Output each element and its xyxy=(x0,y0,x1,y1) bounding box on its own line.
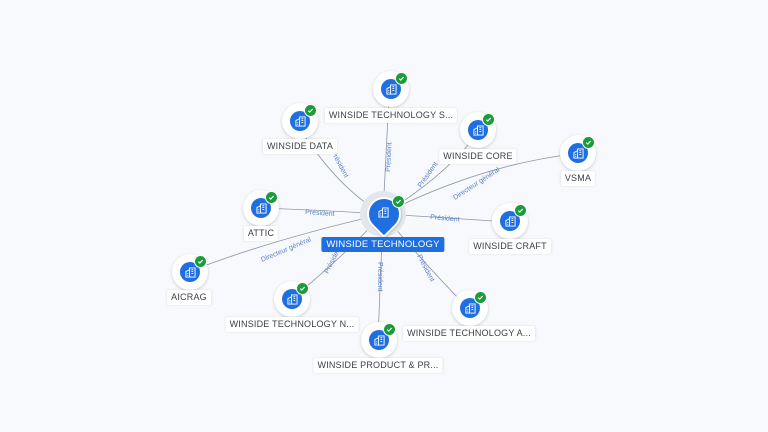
verified-check-icon xyxy=(482,113,495,126)
verified-check-icon xyxy=(395,72,408,85)
company-node[interactable] xyxy=(560,135,596,171)
verified-check-icon xyxy=(514,204,527,217)
building-icon xyxy=(282,289,302,309)
node-label[interactable]: WINSIDE DATA xyxy=(262,139,338,154)
edge-label: Président xyxy=(430,214,460,224)
building-icon xyxy=(180,262,200,282)
center-node[interactable] xyxy=(359,189,409,239)
edge-line xyxy=(382,153,575,215)
building-icon xyxy=(369,330,389,350)
node-label[interactable]: WINSIDE PRODUCT & PR... xyxy=(313,358,443,373)
verified-check-icon xyxy=(474,291,487,304)
building-icon xyxy=(500,211,520,231)
verified-check-icon xyxy=(265,191,278,204)
node-label[interactable]: WINSIDE TECHNOLOGY A... xyxy=(403,326,535,341)
company-node[interactable] xyxy=(492,203,528,239)
center-node-label[interactable]: WINSIDE TECHNOLOGY xyxy=(321,237,445,252)
company-node[interactable] xyxy=(282,103,318,139)
node-label[interactable]: ATTIC xyxy=(243,226,279,241)
node-label[interactable]: AICRAG xyxy=(167,290,211,305)
node-label[interactable]: VSMA xyxy=(560,171,596,186)
verified-check-icon xyxy=(392,195,405,208)
building-icon xyxy=(290,111,310,131)
edge-label: Directeur général xyxy=(452,166,501,201)
company-node[interactable] xyxy=(274,281,310,317)
edge-label: Président xyxy=(417,161,440,189)
building-icon xyxy=(460,298,480,318)
edge-label: Président xyxy=(415,254,435,283)
node-label[interactable]: WINSIDE TECHNOLOGY N... xyxy=(225,317,359,332)
verified-check-icon xyxy=(383,323,396,336)
company-node[interactable] xyxy=(361,322,397,358)
verified-check-icon xyxy=(296,282,309,295)
company-node[interactable] xyxy=(460,112,496,148)
building-icon xyxy=(568,143,588,163)
node-label[interactable]: WINSIDE CRAFT xyxy=(469,239,551,254)
edge-label: Président xyxy=(305,209,335,218)
company-node[interactable] xyxy=(373,71,409,107)
node-label[interactable]: WINSIDE TECHNOLOGY S... xyxy=(324,108,458,123)
company-node[interactable] xyxy=(452,290,488,326)
node-label[interactable]: WINSIDE CORE xyxy=(439,149,517,164)
edge-label: Président xyxy=(376,262,383,292)
building-icon xyxy=(374,203,392,221)
verified-check-icon xyxy=(304,104,317,117)
building-icon xyxy=(381,79,401,99)
edge-label: Président xyxy=(385,142,394,172)
edge-label: Président xyxy=(329,150,349,179)
company-node[interactable] xyxy=(172,254,208,290)
verified-check-icon xyxy=(582,136,595,149)
company-node[interactable] xyxy=(243,190,279,226)
building-icon xyxy=(468,120,488,140)
verified-check-icon xyxy=(194,255,207,268)
edge-line xyxy=(187,213,384,273)
building-icon xyxy=(251,198,271,218)
